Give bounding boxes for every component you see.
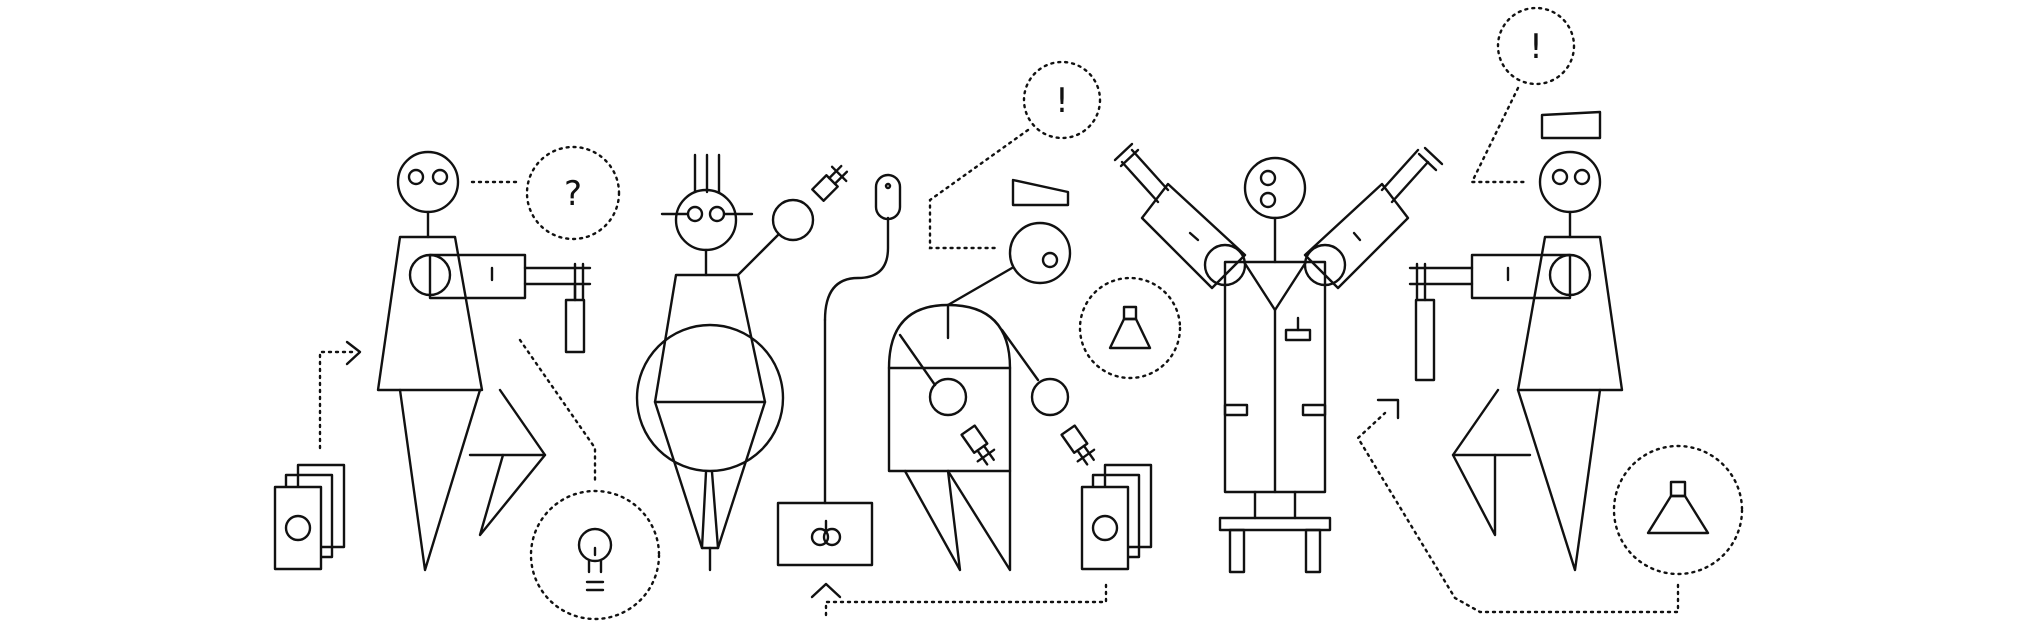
robot-dome-hat: [1011, 178, 1070, 207]
flask-bubble: [1078, 276, 1182, 380]
robot-left-leg: [478, 388, 547, 537]
mouse-icon: [874, 173, 902, 221]
robot-left: [376, 150, 592, 572]
robot-right-head: [1538, 150, 1602, 214]
robot-round-head: [674, 188, 738, 252]
robot-round-body: [635, 323, 785, 473]
exclamation-bubble: !: [1496, 6, 1576, 86]
robot-labcoat-head: [1243, 156, 1307, 220]
question-bubble: ?: [525, 145, 621, 241]
robot-dome-body: [887, 366, 1012, 473]
flask-icon: [1108, 305, 1152, 350]
documents-icon: [1080, 463, 1153, 571]
lightbulb-icon: [577, 527, 613, 592]
robot-left-head: [396, 150, 460, 214]
plug-icon: [811, 164, 849, 202]
lightbulb-bubble: [529, 489, 661, 621]
exclamation-mark: !: [1055, 81, 1069, 121]
robot-left-leg: [398, 388, 482, 572]
exclamation-bubble: !: [1022, 60, 1102, 140]
robot-right-leg: [1451, 388, 1500, 537]
robot-round-torso: [653, 273, 767, 404]
robot-labcoat: [1113, 142, 1444, 574]
robot-left-eye: [407, 168, 425, 186]
robot-left-torso: [376, 235, 484, 392]
robot-right: [1408, 110, 1624, 572]
plug-icon: [960, 424, 996, 466]
robot-right-hat: [1540, 110, 1602, 140]
flask-icon: [1646, 480, 1710, 535]
test-tube: [564, 298, 586, 354]
plug-icon: [1060, 424, 1096, 466]
documents-icon: [273, 463, 346, 571]
robot-left-eye: [431, 168, 449, 186]
robot-labcoat-arm: [1140, 182, 1247, 290]
robot-dome: [887, 178, 1096, 572]
robot-right-torso: [1516, 235, 1624, 392]
robot-dome-head: [1008, 221, 1072, 285]
flask-bubble: [1612, 444, 1744, 576]
robot-labcoat-arm: [1303, 182, 1410, 290]
robot-left-arm: [428, 253, 527, 300]
test-tube: [1414, 298, 1436, 382]
stool: [1218, 516, 1332, 532]
robot-dome-top: [887, 303, 1012, 370]
robot-round: [635, 153, 849, 572]
monitor-icon: [776, 216, 890, 567]
robot-right-leg: [1516, 388, 1602, 572]
question-mark: ?: [564, 174, 582, 214]
exclamation-mark: !: [1529, 27, 1543, 67]
